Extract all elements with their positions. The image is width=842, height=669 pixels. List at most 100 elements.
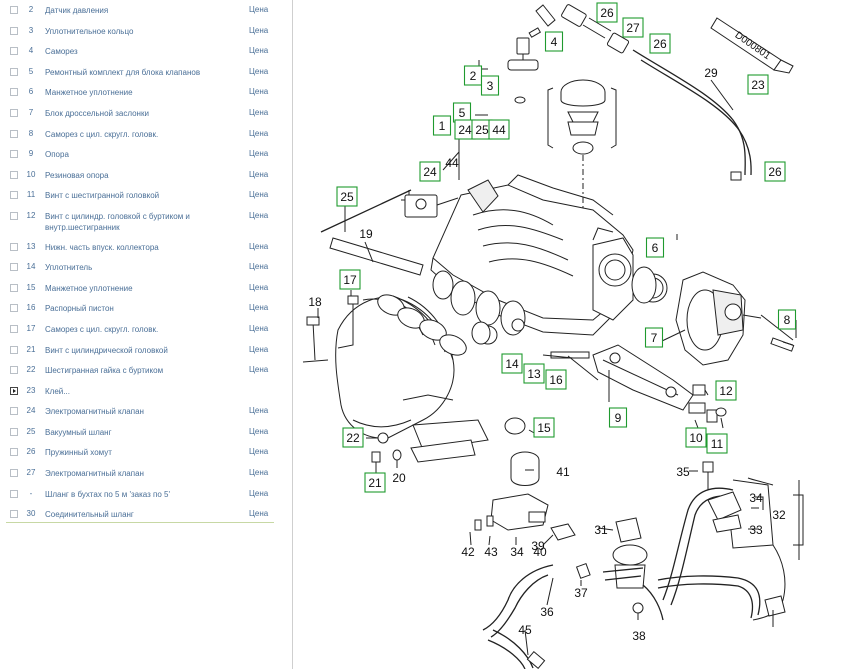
row-checkbox[interactable] [10, 448, 18, 457]
row-checkbox[interactable] [10, 191, 18, 200]
callout-1[interactable]: 1 [432, 115, 452, 136]
part-name-link[interactable]: Уплотнительное кольцо [45, 26, 134, 36]
price-link[interactable]: Цена [249, 190, 269, 200]
callout-25[interactable]: 25 [336, 186, 358, 207]
price-link[interactable]: Цена [249, 241, 269, 251]
callout-15[interactable]: 15 [533, 417, 555, 438]
price-link[interactable]: Цена [249, 406, 269, 416]
callout-10[interactable]: 10 [685, 427, 707, 448]
price-link[interactable]: Цена [249, 107, 269, 117]
callout-17[interactable]: 17 [339, 269, 361, 290]
part-name-link[interactable]: Соединительный шланг [45, 510, 134, 520]
row-checkbox[interactable] [10, 427, 18, 436]
callout-3[interactable]: 3 [480, 75, 500, 96]
callout-21[interactable]: 21 [364, 472, 386, 493]
expand-toggle[interactable] [10, 386, 18, 395]
part-name-link[interactable]: Распорный пистон [45, 304, 114, 314]
row-checkbox[interactable] [10, 510, 18, 519]
price-link[interactable]: Цена [249, 344, 269, 354]
part-name-link[interactable]: Клей... [45, 386, 70, 396]
row-checkbox[interactable] [10, 88, 18, 97]
callout-25[interactable]: 25 [471, 119, 493, 140]
callout-7[interactable]: 7 [644, 327, 664, 348]
price-link[interactable]: Цена [249, 210, 269, 220]
row-checkbox[interactable] [10, 407, 18, 416]
row-checkbox[interactable] [10, 324, 18, 333]
callout-26[interactable]: 26 [649, 33, 671, 54]
callout-16[interactable]: 16 [545, 369, 567, 390]
row-checkbox[interactable] [10, 242, 18, 251]
price-link[interactable]: Цена [249, 468, 269, 478]
price-link[interactable]: Цена [249, 66, 269, 76]
price-link[interactable]: Цена [249, 488, 269, 498]
price-link[interactable]: Цена [249, 426, 269, 436]
part-name-link[interactable]: Нижн. часть впуск. коллектора [45, 242, 159, 252]
price-link[interactable]: Цена [249, 128, 269, 138]
callout-26[interactable]: 26 [596, 2, 618, 23]
part-name-link[interactable]: Манжетное уплотнение [45, 283, 133, 293]
price-link[interactable]: Цена [249, 46, 269, 56]
row-checkbox[interactable] [10, 283, 18, 292]
part-name-link[interactable]: Опора [45, 150, 69, 160]
part-name-link[interactable]: Электромагнитный клапан [45, 469, 144, 479]
callout-24[interactable]: 24 [419, 161, 441, 182]
part-name-link[interactable]: Ремонтный комплект для блока клапанов [45, 67, 201, 77]
price-link[interactable]: Цена [249, 149, 269, 159]
price-link[interactable]: Цена [249, 87, 269, 97]
parts-row[interactable]: -Шланг в бухтах по 5 м 'заказ по 5'Цена [0, 484, 276, 505]
part-name-link[interactable]: Блок дроссельной заслонки [45, 108, 149, 118]
part-name-link[interactable]: Саморез с цил. скругл. головк. [45, 129, 159, 139]
callout-13[interactable]: 13 [523, 363, 545, 384]
part-name-link[interactable]: Уплотнитель [45, 263, 93, 273]
price-link[interactable]: Цена [249, 25, 269, 35]
row-checkbox[interactable] [10, 263, 18, 272]
row-checkbox[interactable] [10, 67, 18, 76]
part-name-link[interactable]: Шланг в бухтах по 5 м 'заказ по 5' [45, 489, 170, 499]
callout-8[interactable]: 8 [777, 309, 797, 330]
row-checkbox[interactable] [10, 170, 18, 179]
callout-27[interactable]: 27 [622, 17, 644, 38]
row-checkbox[interactable] [10, 108, 18, 117]
price-link[interactable]: Цена [249, 282, 269, 292]
price-link[interactable]: Цена [249, 509, 269, 519]
row-checkbox[interactable] [10, 47, 18, 56]
callout-14[interactable]: 14 [501, 353, 523, 374]
row-checkbox[interactable] [10, 26, 18, 35]
part-name-link[interactable]: Винт с цилиндрической головкой [45, 345, 168, 355]
callout-12[interactable]: 12 [715, 380, 737, 401]
part-name-link[interactable]: Саморез с цил. скругл. головк. [45, 324, 159, 334]
price-link[interactable]: Цена [249, 447, 269, 457]
row-checkbox[interactable] [10, 489, 18, 498]
callout-22[interactable]: 22 [342, 427, 364, 448]
part-name-link[interactable]: Винт с шестигранной головкой [45, 191, 160, 201]
part-name-link[interactable]: Саморез [45, 47, 78, 57]
row-checkbox[interactable] [10, 129, 18, 138]
callout-44[interactable]: 44 [488, 119, 510, 140]
row-checkbox[interactable] [10, 6, 18, 14]
part-name-link[interactable]: Вакуумный шланг [45, 427, 112, 437]
price-link[interactable]: Цена [249, 262, 269, 272]
price-link[interactable]: Цена [249, 169, 269, 179]
price-link[interactable]: Цена [249, 365, 269, 375]
callout-6[interactable]: 6 [645, 237, 665, 258]
part-name-link[interactable]: Манжетное уплотнение [45, 88, 133, 98]
callout-5[interactable]: 5 [452, 102, 472, 123]
row-checkbox[interactable] [10, 469, 18, 478]
price-link[interactable]: Цена [249, 303, 269, 313]
callout-9[interactable]: 9 [608, 407, 628, 428]
